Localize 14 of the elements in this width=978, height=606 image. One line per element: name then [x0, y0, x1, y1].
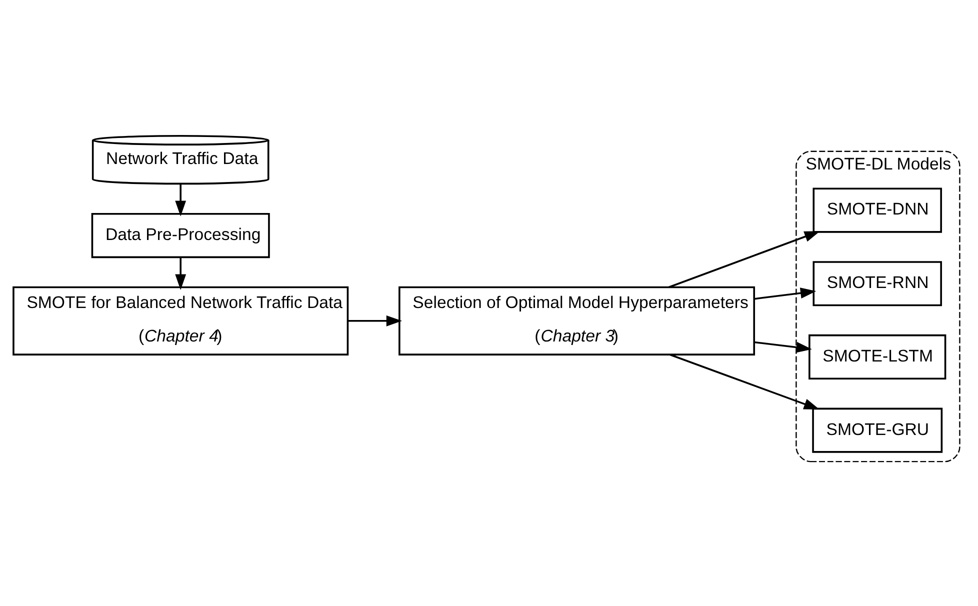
node-box: SMOTE-DNN [812, 187, 942, 232]
arrow [754, 340, 812, 352]
arrow [670, 353, 820, 410]
arrow [175, 183, 186, 216]
node-box: SMOTE-GRU [812, 407, 943, 452]
arrow [754, 287, 816, 300]
arrow [668, 230, 820, 288]
arrow [175, 256, 186, 290]
arrow [348, 314, 402, 326]
node-box: SMOTE-RNN [812, 260, 942, 306]
node-box: Selection of Optimal Model Hyperparameters (Chapter 3) [398, 286, 756, 355]
node-box: SMOTE-LSTM [808, 334, 946, 380]
node-box: Data Pre-Processing [91, 212, 270, 258]
node-box: SMOTE for Balanced Network Traffic Data (Chapter 4) [12, 286, 349, 355]
